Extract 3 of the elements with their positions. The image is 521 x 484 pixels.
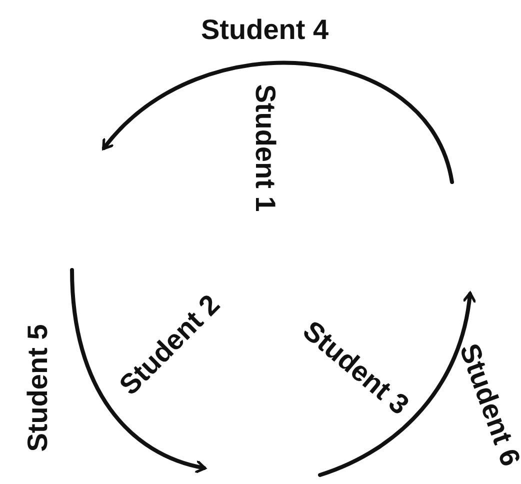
student-label: Student 5 [24,324,52,452]
student-label: Student 1 [250,84,279,212]
student-label: Student 4 [201,16,329,44]
